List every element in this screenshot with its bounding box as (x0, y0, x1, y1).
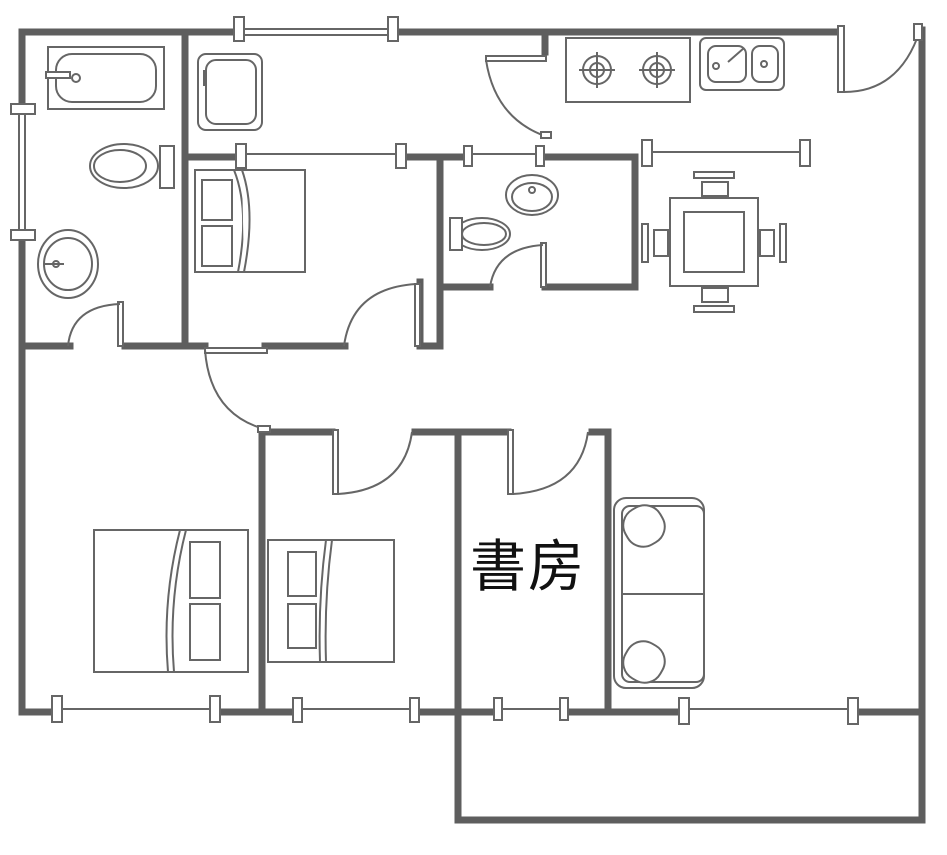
bathtub (45, 46, 165, 110)
kitchen-sink (699, 37, 785, 91)
wc-door (489, 242, 547, 288)
bedroom2-door (204, 347, 271, 433)
bathroom-door (67, 301, 124, 347)
washer (197, 53, 263, 131)
study-door (507, 429, 589, 495)
bedroom1-door (343, 283, 421, 347)
wc-right-wall (536, 153, 639, 291)
sofa (613, 497, 705, 689)
balcony-wall (454, 708, 926, 824)
entrance-door (837, 23, 923, 93)
bedroom3-door (332, 429, 413, 495)
wc-sink (505, 174, 559, 216)
bed-3 (267, 539, 395, 663)
sink (37, 229, 99, 299)
kitchen-door (485, 55, 552, 139)
dining-table (641, 171, 787, 313)
bed-2 (93, 529, 249, 673)
room-label-study: 書房 (470, 535, 586, 600)
toilet (89, 143, 175, 189)
bed-1 (194, 169, 306, 273)
wc-toilet (449, 217, 511, 251)
stove (565, 37, 691, 103)
